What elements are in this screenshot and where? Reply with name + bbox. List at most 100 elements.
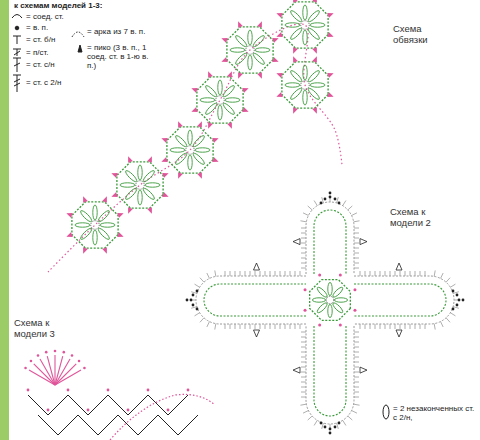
arm-outline [306, 326, 354, 424]
arch-symbol [72, 32, 84, 37]
model3-fan [24, 350, 85, 385]
picot [312, 56, 317, 62]
stitch-tick [354, 362, 359, 363]
pink-dot [304, 309, 307, 312]
stitch-tick [385, 324, 386, 329]
model3-lattice [28, 395, 188, 415]
picot [208, 71, 213, 77]
picot [276, 73, 282, 78]
picot [191, 107, 197, 112]
pink-dot [339, 274, 342, 277]
petal-stitch [334, 298, 347, 302]
pink-dot [339, 323, 342, 326]
chain-dot [338, 422, 341, 425]
petal-stitch [307, 27, 321, 41]
side-picot [293, 367, 300, 373]
stitch-tick [370, 324, 371, 329]
stitch-tick [301, 268, 306, 269]
fan-dot [83, 367, 86, 370]
stitch-tick [301, 228, 306, 229]
side-picot [293, 239, 300, 245]
stitch-tick [200, 318, 204, 322]
stitch-tick [385, 271, 386, 276]
picot [312, 0, 317, 3]
chain-dot [456, 294, 459, 297]
stitch-tick [425, 324, 426, 329]
stitch-tick [265, 271, 266, 276]
petal-stitch [248, 55, 252, 70]
fan-dot [30, 360, 33, 363]
fan-dot [24, 367, 27, 370]
chain-dot [320, 202, 323, 205]
legend-text: = пико (3 в. п., 1 соед. ст. в 1-ю в. п.… [87, 43, 153, 71]
fan-dot [45, 351, 48, 354]
stitch-tick [390, 324, 391, 329]
dc-symbol [13, 58, 21, 72]
petal-stitch [97, 227, 111, 241]
picot [272, 38, 278, 43]
picot [327, 13, 333, 18]
stitch-tick [360, 271, 361, 276]
petal-stitch [75, 223, 90, 227]
octagon-outline [227, 27, 273, 73]
fan-stitch [55, 370, 81, 385]
picot [272, 57, 278, 62]
stitch-tick [295, 324, 296, 329]
picot [293, 0, 298, 3]
picot [102, 247, 107, 253]
petal-stitch [307, 9, 321, 23]
motif-octagon [111, 156, 168, 213]
chain-dot [324, 426, 327, 429]
pink-dot [187, 389, 190, 392]
stitch-tick [354, 221, 360, 222]
stitch-tick [301, 357, 306, 358]
picot [83, 247, 88, 253]
legend-text: = п/ст. [26, 48, 74, 57]
petal-stitch [234, 52, 248, 66]
stitch-tick [275, 324, 276, 329]
chain-dot [452, 308, 455, 311]
stitch-tick [360, 324, 361, 329]
petal-stitch [312, 298, 325, 302]
stitch-tick [354, 258, 359, 259]
picot [327, 73, 333, 78]
picot [227, 122, 232, 128]
pink-dot [318, 323, 321, 326]
pink-dot [87, 409, 90, 412]
petal-stitch [316, 302, 328, 314]
petal-stitch [252, 34, 266, 48]
stitch-tick [354, 248, 359, 249]
stitch-tick [240, 271, 241, 276]
stitch-tick [301, 382, 306, 383]
picot [312, 107, 317, 113]
stitch-tick [354, 397, 359, 398]
chart-title: Схема обвязки [393, 24, 445, 46]
arm-inner [314, 210, 346, 274]
stitch-tick [352, 411, 357, 414]
petal-stitch [328, 304, 332, 317]
pink-dot [353, 309, 356, 312]
stitch-tick [354, 357, 359, 358]
motif-octagon [191, 71, 248, 128]
stitch-tick [434, 270, 435, 276]
stitch-tick [354, 332, 359, 333]
motif-arm [293, 192, 367, 274]
legend-text: = арка из 7 в. п. [87, 27, 162, 36]
side-picot [396, 263, 402, 270]
stitch-tick [301, 377, 306, 378]
chain-dot [190, 299, 193, 302]
stitch-tick [343, 201, 346, 206]
motif-octagon [221, 21, 278, 78]
stitch-tick [390, 271, 391, 276]
stitch-tick [354, 367, 359, 368]
petal-stitch [285, 83, 300, 87]
stitch-tick [301, 253, 306, 254]
stitch-tick [300, 404, 306, 405]
picot [327, 92, 333, 97]
pink-dot [27, 389, 30, 392]
stitch-tick [446, 278, 450, 282]
legend-text: = ст. с/н [26, 60, 74, 69]
chart-title: Схема к модели 3 [14, 318, 72, 340]
octagon-outline [72, 202, 118, 248]
stitch-tick [301, 238, 306, 239]
